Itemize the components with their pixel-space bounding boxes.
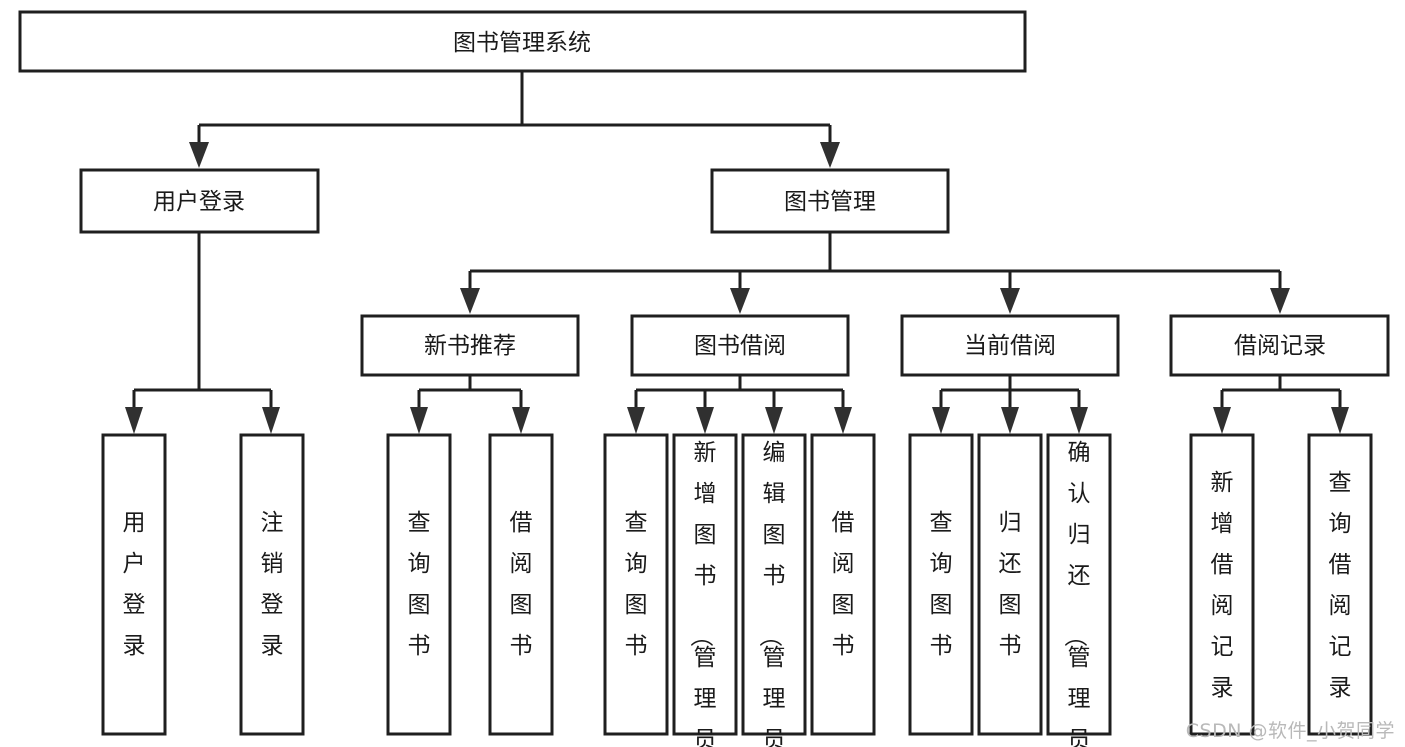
node-book-manage[interactable]: 图书管理 [710, 168, 950, 234]
leaf-node-user-login[interactable]: 用户登录 [101, 433, 167, 736]
leaf-bb-add-book-label: 新增图书（管理员） [688, 440, 717, 747]
leaf-logout-label: 注销登录 [261, 510, 284, 659]
node-new-book-recommend-box [360, 314, 580, 377]
arrowhead-br-leaf1 [1213, 407, 1231, 434]
leaf-bb-query-book-box [603, 433, 669, 736]
leaf-nb-borrow-book-box [488, 433, 554, 736]
leaf-node-bb-borrow-book[interactable]: 借阅图书 [810, 433, 876, 736]
connectors-root-to-level2 [189, 71, 840, 168]
connectors-borrow-records-to-leaves [1213, 376, 1349, 434]
leaf-cb-return-book-box [977, 433, 1043, 736]
leaf-node-nb-borrow-book[interactable]: 借阅图书 [488, 433, 554, 736]
node-book-borrow[interactable]: 图书借阅 [630, 314, 850, 377]
node-book-borrow-label: 图书借阅 [694, 333, 786, 359]
arrowhead-user-login [189, 142, 209, 168]
leaf-br-query-record-label: 查询借阅记录 [1329, 470, 1352, 701]
node-new-book-recommend[interactable]: 新书推荐 [360, 314, 580, 377]
node-new-book-recommend-label: 新书推荐 [424, 333, 516, 359]
leaf-nb-borrow-book-label: 借阅图书 [510, 510, 533, 659]
arrowhead-book-manage [820, 142, 840, 168]
connectors-user-login-to-leaves [125, 233, 280, 434]
leaf-node-cb-confirm-return[interactable]: 确认归还（管理员） [1046, 433, 1112, 747]
arrowhead-new-book [460, 288, 480, 314]
leaf-bb-add-book-box [672, 433, 738, 736]
arrowhead-bb-leaf2 [696, 407, 714, 434]
leaf-node-br-add-record[interactable]: 新增借阅记录 [1189, 433, 1255, 736]
arrowhead-br-leaf2 [1331, 407, 1349, 434]
leaf-cb-confirm-return-label: 确认归还（管理员） [1062, 440, 1091, 747]
leaf-cb-query-book-label: 查询图书 [930, 510, 953, 659]
node-borrow-records-box [1169, 314, 1390, 377]
node-user-login-box [79, 168, 320, 234]
leaf-user-login-box [101, 433, 167, 736]
node-current-borrow-label: 当前借阅 [964, 333, 1056, 359]
leaf-bb-borrow-book-box [810, 433, 876, 736]
leaf-bb-borrow-book-label: 借阅图书 [832, 510, 855, 659]
arrowhead-cb-leaf3 [1070, 407, 1088, 434]
node-root-system[interactable]: 图书管理系统 [18, 10, 1027, 73]
node-user-login-label: 用户登录 [153, 189, 245, 215]
leaf-user-login-label: 用户登录 [123, 510, 146, 659]
node-borrow-records-label: 借阅记录 [1234, 333, 1326, 359]
leaf-br-add-record-box [1189, 433, 1255, 736]
connectors-book-borrow-to-leaves [627, 376, 852, 434]
connectors-book-manage-to-level3 [460, 233, 1290, 314]
arrowhead-nb-leaf2 [512, 407, 530, 434]
arrowhead-cb-leaf1 [932, 407, 950, 434]
leaf-node-bb-query-book[interactable]: 查询图书 [603, 433, 669, 736]
leaf-br-query-record-box [1307, 433, 1373, 736]
leaf-br-add-record-label: 新增借阅记录 [1211, 470, 1234, 701]
leaf-bb-query-book-label: 查询图书 [625, 510, 648, 659]
arrowhead-bb-leaf4 [834, 407, 852, 434]
leaf-cb-return-book-label: 归还图书 [999, 510, 1022, 659]
leaf-bb-edit-book-label: 编辑图书（管理员） [757, 440, 786, 747]
leaf-logout-box [239, 433, 305, 736]
arrowhead-bb-leaf3 [765, 407, 783, 434]
node-book-manage-box [710, 168, 950, 234]
leaf-node-nb-query-book[interactable]: 查询图书 [386, 433, 452, 736]
arrowhead-book-borrow [730, 288, 750, 314]
node-root-box [18, 10, 1027, 73]
node-root-label: 图书管理系统 [453, 30, 591, 56]
leaf-cb-confirm-return-box [1046, 433, 1112, 736]
arrowhead-leaf-logout [262, 407, 280, 434]
leaf-node-cb-query-book[interactable]: 查询图书 [908, 433, 974, 736]
arrowhead-nb-leaf1 [410, 407, 428, 434]
node-current-borrow-box [900, 314, 1120, 377]
node-borrow-records[interactable]: 借阅记录 [1169, 314, 1390, 377]
arrowhead-cb-leaf2 [1001, 407, 1019, 434]
arrowhead-leaf-user-login [125, 407, 143, 434]
leaf-nb-query-book-label: 查询图书 [408, 510, 431, 659]
node-user-login[interactable]: 用户登录 [79, 168, 320, 234]
leaf-nb-query-book-box [386, 433, 452, 736]
leaf-node-bb-edit-book[interactable]: 编辑图书（管理员） [741, 433, 807, 747]
connectors-new-book-to-leaves [410, 376, 530, 434]
connectors-current-borrow-to-leaves [932, 376, 1088, 434]
leaf-bb-edit-book-box [741, 433, 807, 736]
arrowhead-current-borrow [1000, 288, 1020, 314]
leaf-node-bb-add-book[interactable]: 新增图书（管理员） [672, 433, 738, 747]
leaf-node-logout[interactable]: 注销登录 [239, 433, 305, 736]
node-book-borrow-box [630, 314, 850, 377]
leaf-node-cb-return-book[interactable]: 归还图书 [977, 433, 1043, 736]
leaf-node-br-query-record[interactable]: 查询借阅记录 [1307, 433, 1373, 736]
leaf-cb-query-book-box [908, 433, 974, 736]
node-book-manage-label: 图书管理 [784, 189, 876, 215]
arrowhead-bb-leaf1 [627, 407, 645, 434]
node-current-borrow[interactable]: 当前借阅 [900, 314, 1120, 377]
arrowhead-borrow-records [1270, 288, 1290, 314]
